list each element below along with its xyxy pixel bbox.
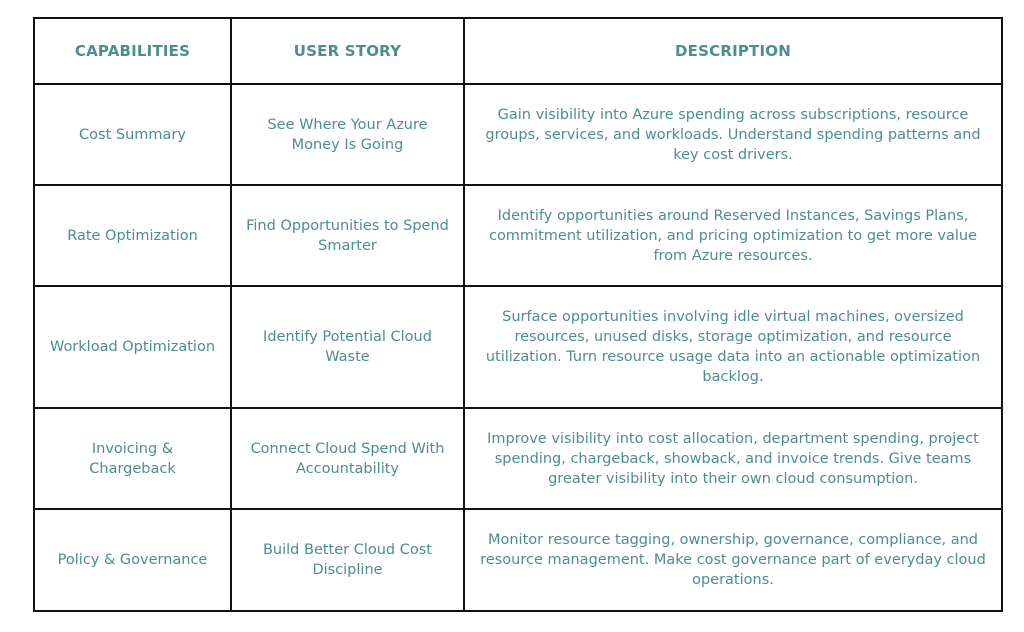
description-cell: Improve visibility into cost allocation,…: [463, 407, 1003, 510]
user-story-cell: Find Opportunities to Spend Smarter: [230, 184, 465, 287]
table-row: Invoicing & Chargeback Connect Cloud Spe…: [33, 407, 1003, 510]
table-row: Workload Optimization Identify Potential…: [33, 285, 1003, 409]
header-capabilities: CAPABILITIES: [33, 17, 232, 85]
capability-cell: Rate Optimization: [33, 184, 232, 287]
header-user-story: USER STORY: [230, 17, 465, 85]
table-row: Policy & Governance Build Better Cloud C…: [33, 508, 1003, 612]
capability-cell: Cost Summary: [33, 83, 232, 186]
capabilities-table: CAPABILITIES USER STORY DESCRIPTION Cost…: [33, 17, 1003, 612]
capability-cell: Invoicing & Chargeback: [33, 407, 232, 510]
table-row: Cost Summary See Where Your Azure Money …: [33, 83, 1003, 186]
user-story-cell: Identify Potential Cloud Waste: [230, 285, 465, 409]
user-story-cell: Build Better Cloud Cost Discipline: [230, 508, 465, 612]
user-story-cell: See Where Your Azure Money Is Going: [230, 83, 465, 186]
description-cell: Gain visibility into Azure spending acro…: [463, 83, 1003, 186]
table-row: Rate Optimization Find Opportunities to …: [33, 184, 1003, 287]
capability-cell: Workload Optimization: [33, 285, 232, 409]
header-description: DESCRIPTION: [463, 17, 1003, 85]
user-story-cell: Connect Cloud Spend With Accountability: [230, 407, 465, 510]
description-cell: Identify opportunities around Reserved I…: [463, 184, 1003, 287]
description-cell: Surface opportunities involving idle vir…: [463, 285, 1003, 409]
description-cell: Monitor resource tagging, ownership, gov…: [463, 508, 1003, 612]
capability-cell: Policy & Governance: [33, 508, 232, 612]
table-header-row: CAPABILITIES USER STORY DESCRIPTION: [33, 17, 1003, 85]
